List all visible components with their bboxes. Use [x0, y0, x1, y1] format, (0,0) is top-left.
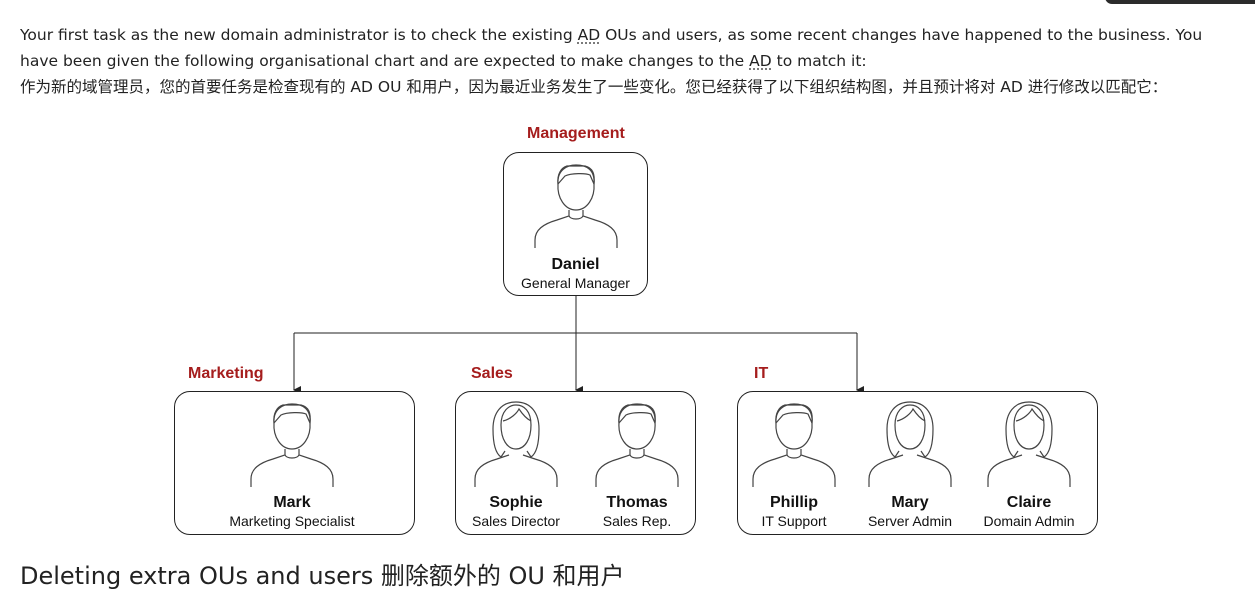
dept-label-marketing: Marketing — [188, 365, 264, 382]
person-name: Claire — [1006, 494, 1052, 511]
person-name: Daniel — [551, 256, 600, 273]
person-role: Marketing Specialist — [229, 513, 355, 529]
person-role: General Manager — [521, 275, 630, 291]
dept-label-sales: Sales — [471, 365, 513, 382]
org-chart: Management Daniel General Manager Market… — [174, 125, 1098, 535]
person-name: Phillip — [770, 494, 818, 511]
person-card-mark: Mark Marketing Specialist — [217, 399, 367, 530]
window-corner-decoration — [1105, 0, 1255, 4]
person-card-mary: Mary Server Admin — [850, 399, 970, 530]
female-user-icon — [471, 399, 561, 489]
intro-en-part-1: Your first task as the new domain admini… — [20, 26, 578, 44]
female-user-icon — [865, 399, 955, 489]
person-card-daniel: Daniel General Manager — [503, 160, 648, 292]
male-user-icon — [592, 399, 682, 489]
person-role: Sales Rep. — [602, 513, 672, 529]
person-name: Thomas — [606, 494, 668, 511]
male-user-icon — [531, 160, 621, 250]
intro-en-part-2: OUs and users, as some recent changes ha… — [20, 26, 1203, 70]
org-chart-connectors — [293, 296, 864, 394]
person-role: Server Admin — [867, 513, 953, 529]
person-role: Sales Director — [472, 513, 560, 529]
person-card-claire: Claire Domain Admin — [969, 399, 1089, 530]
ou-box-management — [503, 152, 648, 296]
intro-english: Your first task as the new domain admini… — [20, 22, 1235, 74]
intro-chinese: 作为新的域管理员，您的首要任务是检查现有的 AD OU 和用户，因为最近业务发生… — [20, 78, 1168, 96]
person-role: Domain Admin — [983, 513, 1075, 529]
person-card-phillip: Phillip IT Support — [734, 399, 854, 530]
dept-label-it: IT — [754, 365, 769, 382]
male-user-icon — [749, 399, 839, 489]
dept-label-management: Management — [527, 125, 625, 142]
person-name: Mark — [273, 494, 311, 511]
female-user-icon — [984, 399, 1074, 489]
ou-box-marketing — [174, 391, 415, 535]
person-name: Mary — [891, 494, 929, 511]
intro-text: Your first task as the new domain admini… — [20, 22, 1235, 100]
ad-abbreviation[interactable]: AD — [577, 26, 601, 44]
person-card-sophie: Sophie Sales Director — [456, 399, 576, 530]
person-name: Sophie — [489, 494, 543, 511]
person-card-thomas: Thomas Sales Rep. — [577, 399, 697, 530]
person-role: IT Support — [761, 513, 827, 529]
male-user-icon — [247, 399, 337, 489]
intro-en-part-3: to match it: — [771, 52, 867, 70]
ad-abbreviation[interactable]: AD — [749, 52, 772, 70]
